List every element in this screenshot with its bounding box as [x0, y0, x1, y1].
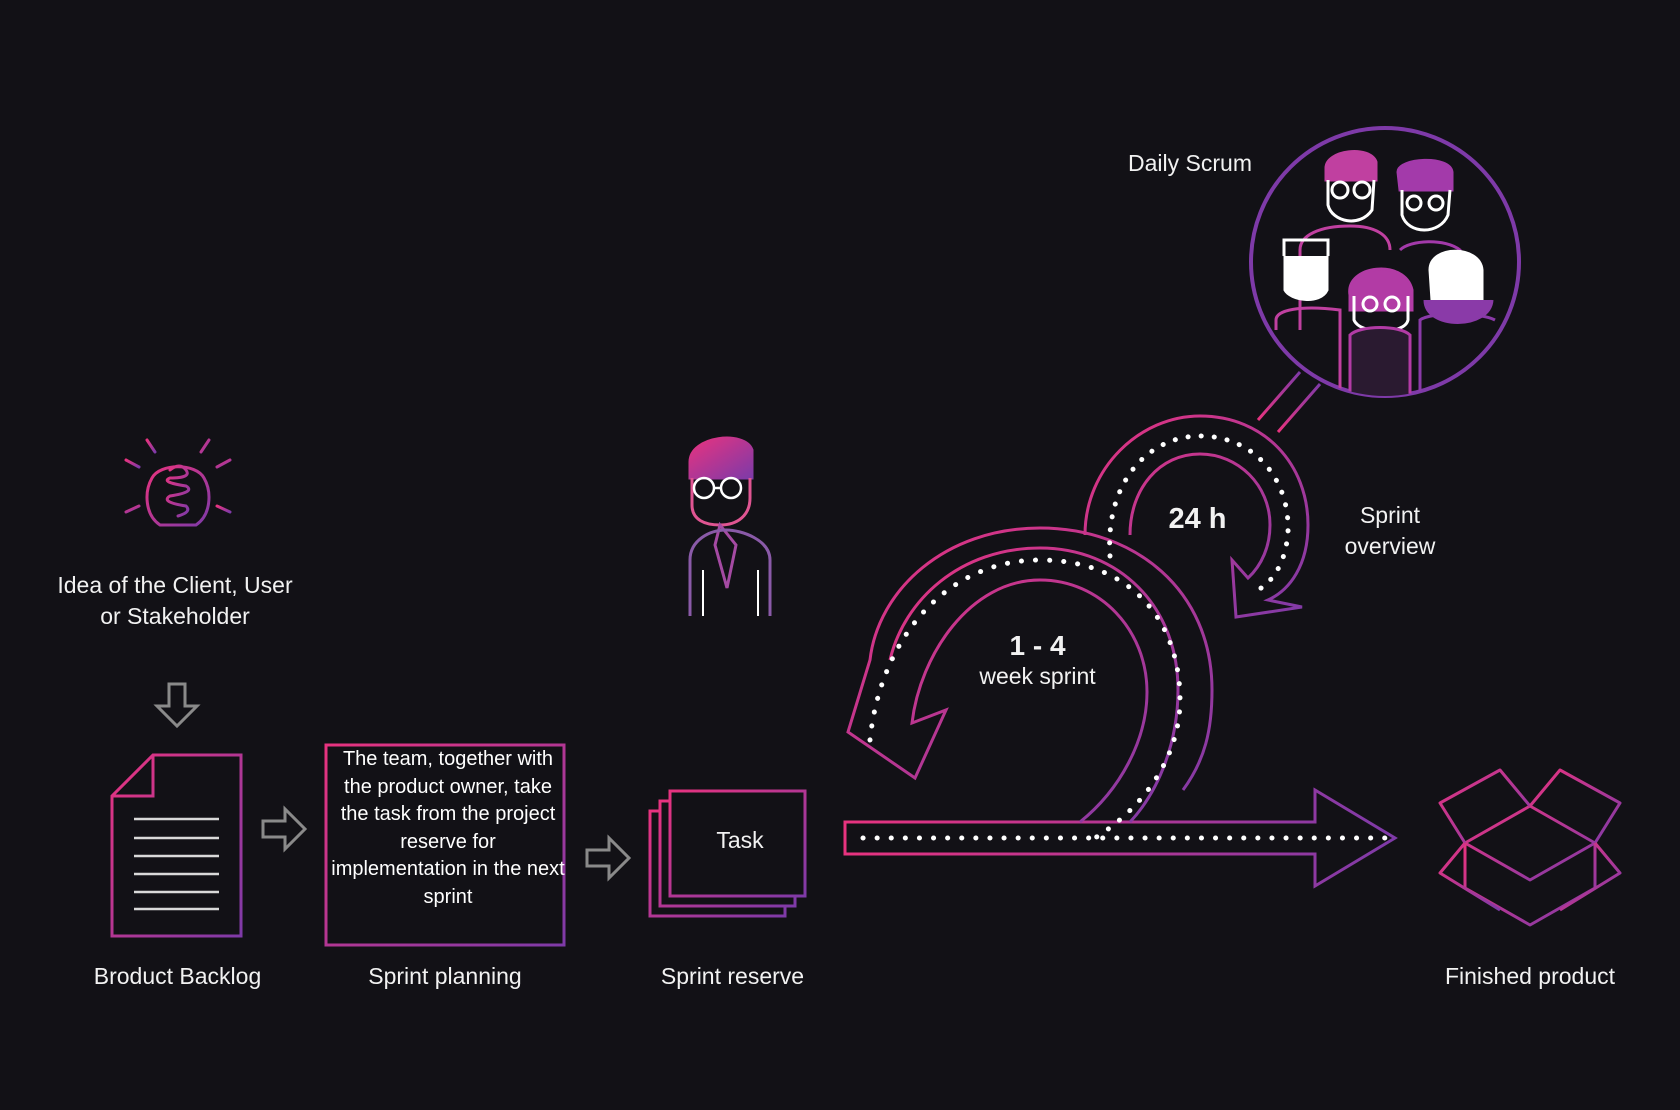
cycle-24h-label: 24 h: [1168, 503, 1227, 535]
product-owner-icon: [688, 436, 772, 616]
backlog-label: Broduct Backlog: [93, 963, 262, 989]
sprint-overview-label: Sprint overview: [1325, 500, 1455, 562]
daily-scrum-label: Daily Scrum: [1128, 150, 1252, 176]
down-arrow-icon: [153, 682, 201, 729]
right-arrow-icon: [585, 834, 632, 882]
idea-label-line1: Idea of the Client, User: [57, 572, 293, 598]
team-circle-icon: [1249, 126, 1521, 398]
daily-cycle-arrow-icon: [1083, 371, 1322, 619]
sprint-length-label: 1 - 4 week sprint: [965, 630, 1110, 692]
sprint-overview-line2: overview: [1344, 533, 1436, 559]
planning-label: Sprint planning: [368, 963, 522, 989]
sprint-overview-line1: Sprint: [1359, 502, 1421, 528]
idea-label: Idea of the Client, User or Stakeholder: [40, 570, 310, 632]
finished-label: Finished product: [1444, 963, 1616, 989]
reserve-label: Sprint reserve: [660, 963, 805, 989]
right-arrow-icon: [261, 805, 308, 853]
task-label: Task: [716, 827, 764, 853]
sprint-cycle-arrow-icon: [843, 526, 1398, 889]
task-stack-icon: [648, 789, 807, 918]
idea-label-line2: or Stakeholder: [100, 603, 250, 629]
sprint-unit: week sprint: [979, 663, 1096, 689]
sprint-range: 1 - 4: [1009, 630, 1066, 661]
document-icon: [110, 753, 243, 938]
sprint-planning-box: [324, 743, 566, 947]
sprint-planning-text: The team, together with the product owne…: [331, 748, 565, 908]
open-box-icon: [1438, 768, 1622, 927]
lightbulb-icon: [115, 428, 241, 544]
